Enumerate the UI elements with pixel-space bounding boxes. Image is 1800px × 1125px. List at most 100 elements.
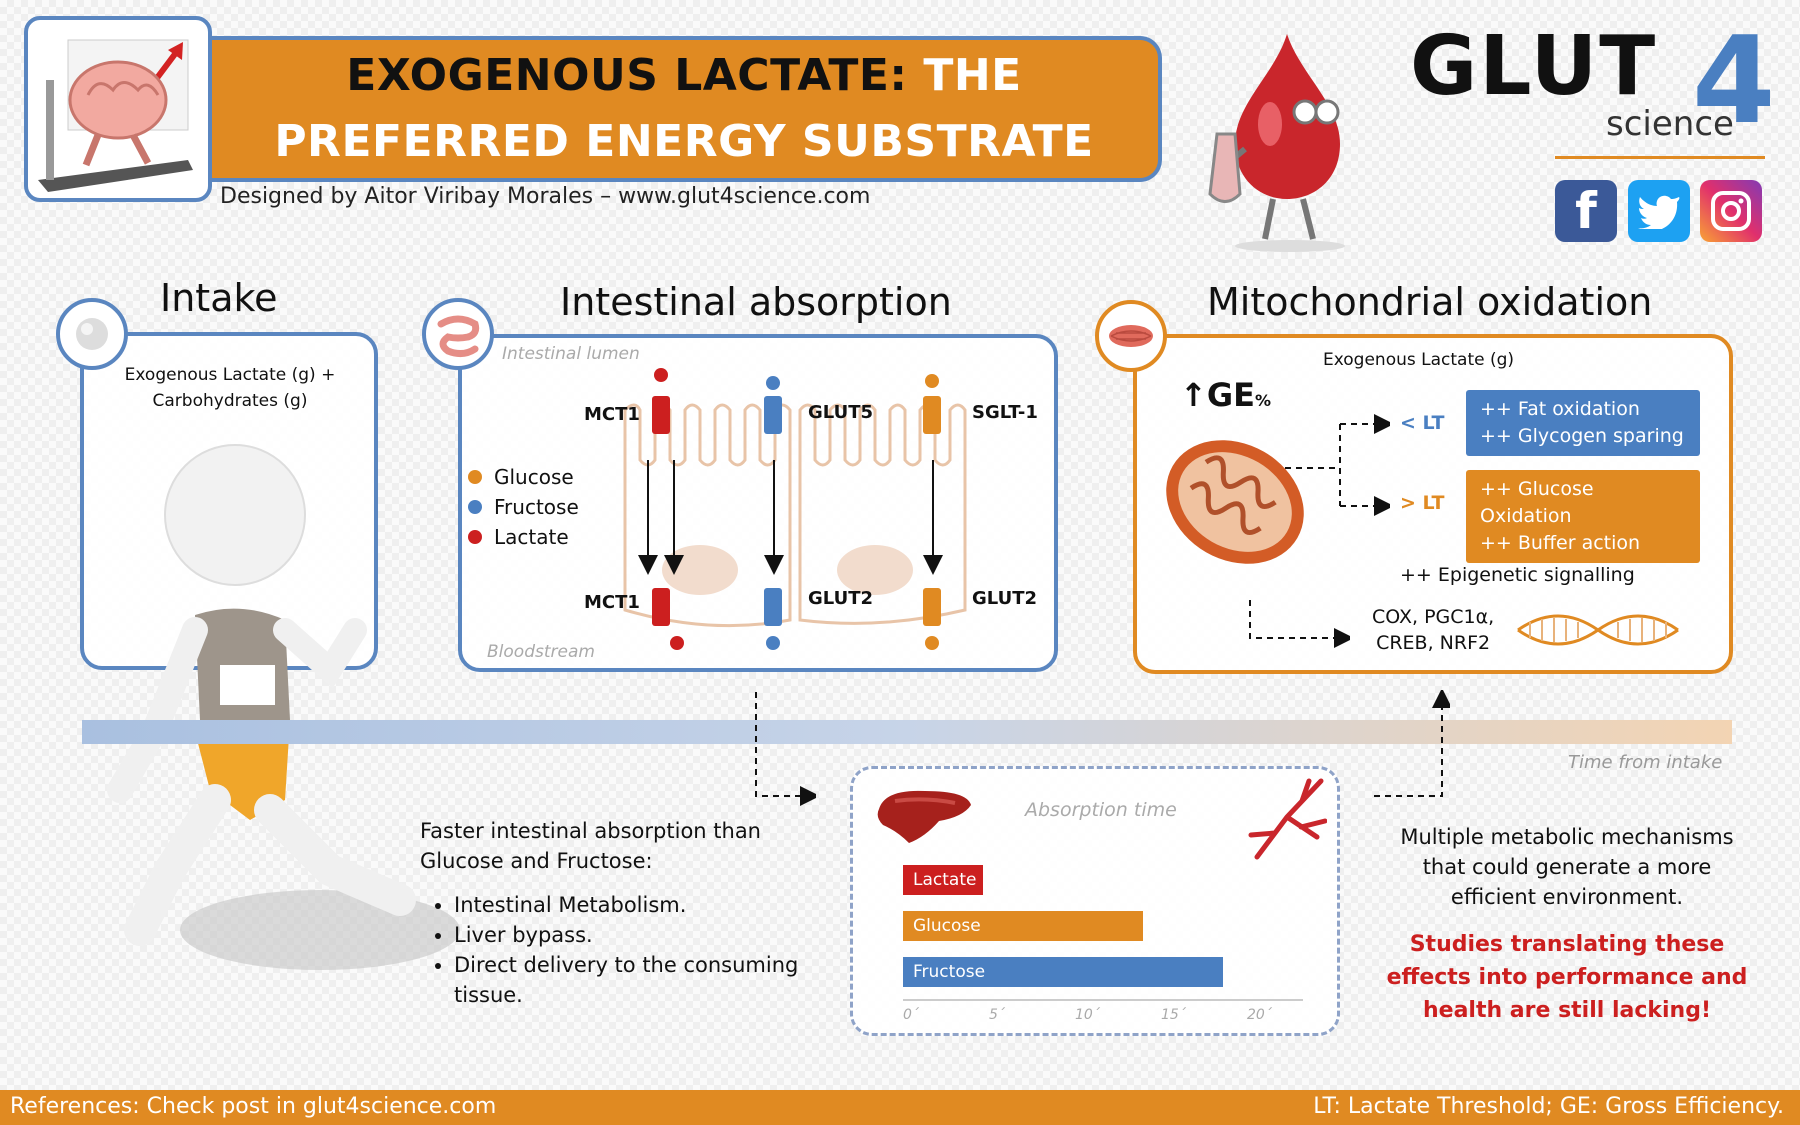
chart-x-axis — [903, 999, 1303, 1001]
instagram-icon[interactable] — [1700, 180, 1762, 242]
legend-glucose-label: Glucose — [494, 465, 574, 489]
genes-line-2: CREB, NRF2 — [1376, 632, 1491, 654]
glucose-dot — [468, 470, 482, 484]
title-black-part: EXOGENOUS LACTATE: — [346, 50, 908, 101]
instagram-camera-icon — [1711, 191, 1751, 231]
absorption-bullets: Intestinal Metabolism. Liver bypass. Dir… — [420, 890, 810, 1010]
ge-unit: % — [1254, 391, 1271, 410]
buffer-action-text: ++ Buffer action — [1480, 532, 1641, 554]
below-lt-label: < LT — [1400, 412, 1445, 434]
glucose-dot-bottom — [925, 636, 939, 650]
glut2-label-2: GLUT2 — [972, 588, 1038, 609]
logo-science-text: science — [1606, 104, 1734, 144]
references-note: References: Check post in glut4science.c… — [10, 1094, 497, 1119]
glucose-dot-top — [925, 374, 939, 388]
research-gap-warning: Studies translating these effects into p… — [1386, 932, 1748, 1023]
absorption-bar-glucose: Glucose — [903, 911, 1143, 941]
epigenetic-label: ++ Epigenetic signalling — [1400, 564, 1635, 586]
abbreviations-note: LT: Lactate Threshold; GE: Gross Efficie… — [1313, 1094, 1784, 1119]
absorption-note: Faster intestinal absorption than Glucos… — [420, 816, 810, 1010]
twitter-icon[interactable] — [1628, 180, 1690, 242]
intake-line-1: Exogenous Lactate (g) + — [124, 365, 336, 385]
legend-lactate: Lactate — [468, 522, 579, 552]
title-white-part: THE — [923, 50, 1022, 101]
muscle-fiber-icon — [1109, 325, 1153, 347]
absorption-tick: 0´ — [903, 1007, 919, 1023]
absorption-time-title: Absorption time — [1025, 799, 1177, 821]
facebook-letter: f — [1575, 182, 1597, 240]
bloodstream-label: Bloodstream — [487, 642, 595, 662]
intake-title: Intake — [160, 276, 278, 320]
absorption-arrows — [638, 460, 943, 575]
mitochondrion-icon — [1166, 440, 1304, 564]
blood-drop-mascot-icon — [1208, 34, 1345, 252]
absorption-note-intro: Faster intestinal absorption than Glucos… — [420, 819, 761, 873]
intestine-to-chart-arrow — [755, 692, 816, 806]
epigenetic-arrow — [1249, 600, 1350, 648]
fat-oxidation-box: ++ Fat oxidation ++ Glycogen sparing — [1466, 390, 1700, 456]
intestine-icon — [437, 315, 480, 358]
lactate-dot-top — [654, 368, 668, 382]
ge-indicator: ↑GE% — [1180, 376, 1271, 414]
chart-to-mito-arrow — [1374, 690, 1450, 797]
above-lt-label: > LT — [1400, 492, 1445, 514]
logo-divider — [1555, 156, 1765, 159]
absorption-tick: 15´ — [1161, 1007, 1186, 1023]
legend-fructose: Fructose — [468, 492, 579, 522]
sglt1-transporter — [923, 396, 941, 434]
designer-credit: Designed by Aitor Viribay Morales – www.… — [220, 184, 871, 209]
bullet-direct-delivery: Direct delivery to the consuming tissue. — [454, 950, 810, 1010]
lactate-dot-bottom — [670, 636, 684, 650]
fructose-dot — [468, 500, 482, 514]
mct1-top-transporter — [652, 396, 670, 434]
mitochondria-title: Mitochondrial oxidation — [1207, 280, 1653, 324]
logo-four-text: 4 — [1692, 12, 1776, 151]
fructose-dot-top — [766, 376, 780, 390]
blood-vessel-icon — [1248, 778, 1327, 860]
sglt1-label: SGLT-1 — [972, 402, 1038, 423]
sugar-legend: Glucose Fructose Lactate — [468, 462, 579, 552]
fructose-dot-bottom — [766, 636, 780, 650]
capsule-icon — [76, 318, 108, 350]
intestinal-panel — [458, 334, 1058, 672]
fat-oxidation-text: ++ Fat oxidation — [1480, 398, 1640, 420]
title-line-2: PREFERRED ENERGY SUBSTRATE — [274, 116, 1094, 167]
lumen-label: Intestinal lumen — [502, 344, 640, 364]
title-banner: EXOGENOUS LACTATE: THE PREFERRED ENERGY … — [210, 36, 1162, 182]
mct1-bottom-label: MCT1 — [584, 592, 640, 613]
absorption-tick: 10´ — [1075, 1007, 1100, 1023]
lt-branch-arrows — [1285, 414, 1390, 516]
legend-lactate-label: Lactate — [494, 525, 569, 549]
legend-fructose-label: Fructose — [494, 495, 579, 519]
logo-glut-text: GLUT — [1410, 19, 1658, 114]
glucose-oxidation-box: ++ Glucose Oxidation ++ Buffer action — [1466, 470, 1700, 563]
intestine-icon-badge — [422, 298, 494, 370]
dna-helix-icon — [1517, 614, 1679, 646]
muscle-icon-badge — [1095, 300, 1167, 372]
time-from-intake-label: Time from intake — [1568, 752, 1723, 773]
bullet-liver-bypass: Liver bypass. — [454, 920, 810, 950]
glut4science-logo: GLUT 4 science — [1410, 12, 1790, 151]
glut2-fructose-transporter — [764, 588, 782, 626]
intake-description: Exogenous Lactate (g) + Carbohydrates (g… — [110, 362, 350, 414]
mito-subtitle: Exogenous Lactate (g) — [1323, 350, 1515, 370]
up-arrow-icon: ↑ — [1180, 376, 1207, 414]
intake-line-2: Carbohydrates (g) — [152, 391, 308, 411]
absorption-bar-fructose: Fructose — [903, 957, 1223, 987]
glut2-glucose-transporter — [923, 588, 941, 626]
mechanisms-summary: Multiple metabolic mechanisms that could… — [1400, 825, 1734, 909]
ge-label: GE — [1206, 376, 1255, 414]
glut5-label: GLUT5 — [808, 402, 874, 423]
brain-treadmill-image — [24, 16, 212, 202]
timeline-bar — [82, 720, 1732, 744]
glut5-transporter — [764, 396, 782, 434]
absorption-tick: 5´ — [989, 1007, 1005, 1023]
twitter-bird-icon — [1638, 195, 1680, 229]
title-line-1: EXOGENOUS LACTATE: THE — [346, 43, 1021, 109]
runner-figure-icon — [107, 444, 460, 970]
glycogen-sparing-text: ++ Glycogen sparing — [1480, 425, 1684, 447]
facebook-icon[interactable]: f — [1555, 180, 1617, 242]
lactate-dot — [468, 530, 482, 544]
intestinal-title: Intestinal absorption — [560, 280, 952, 324]
